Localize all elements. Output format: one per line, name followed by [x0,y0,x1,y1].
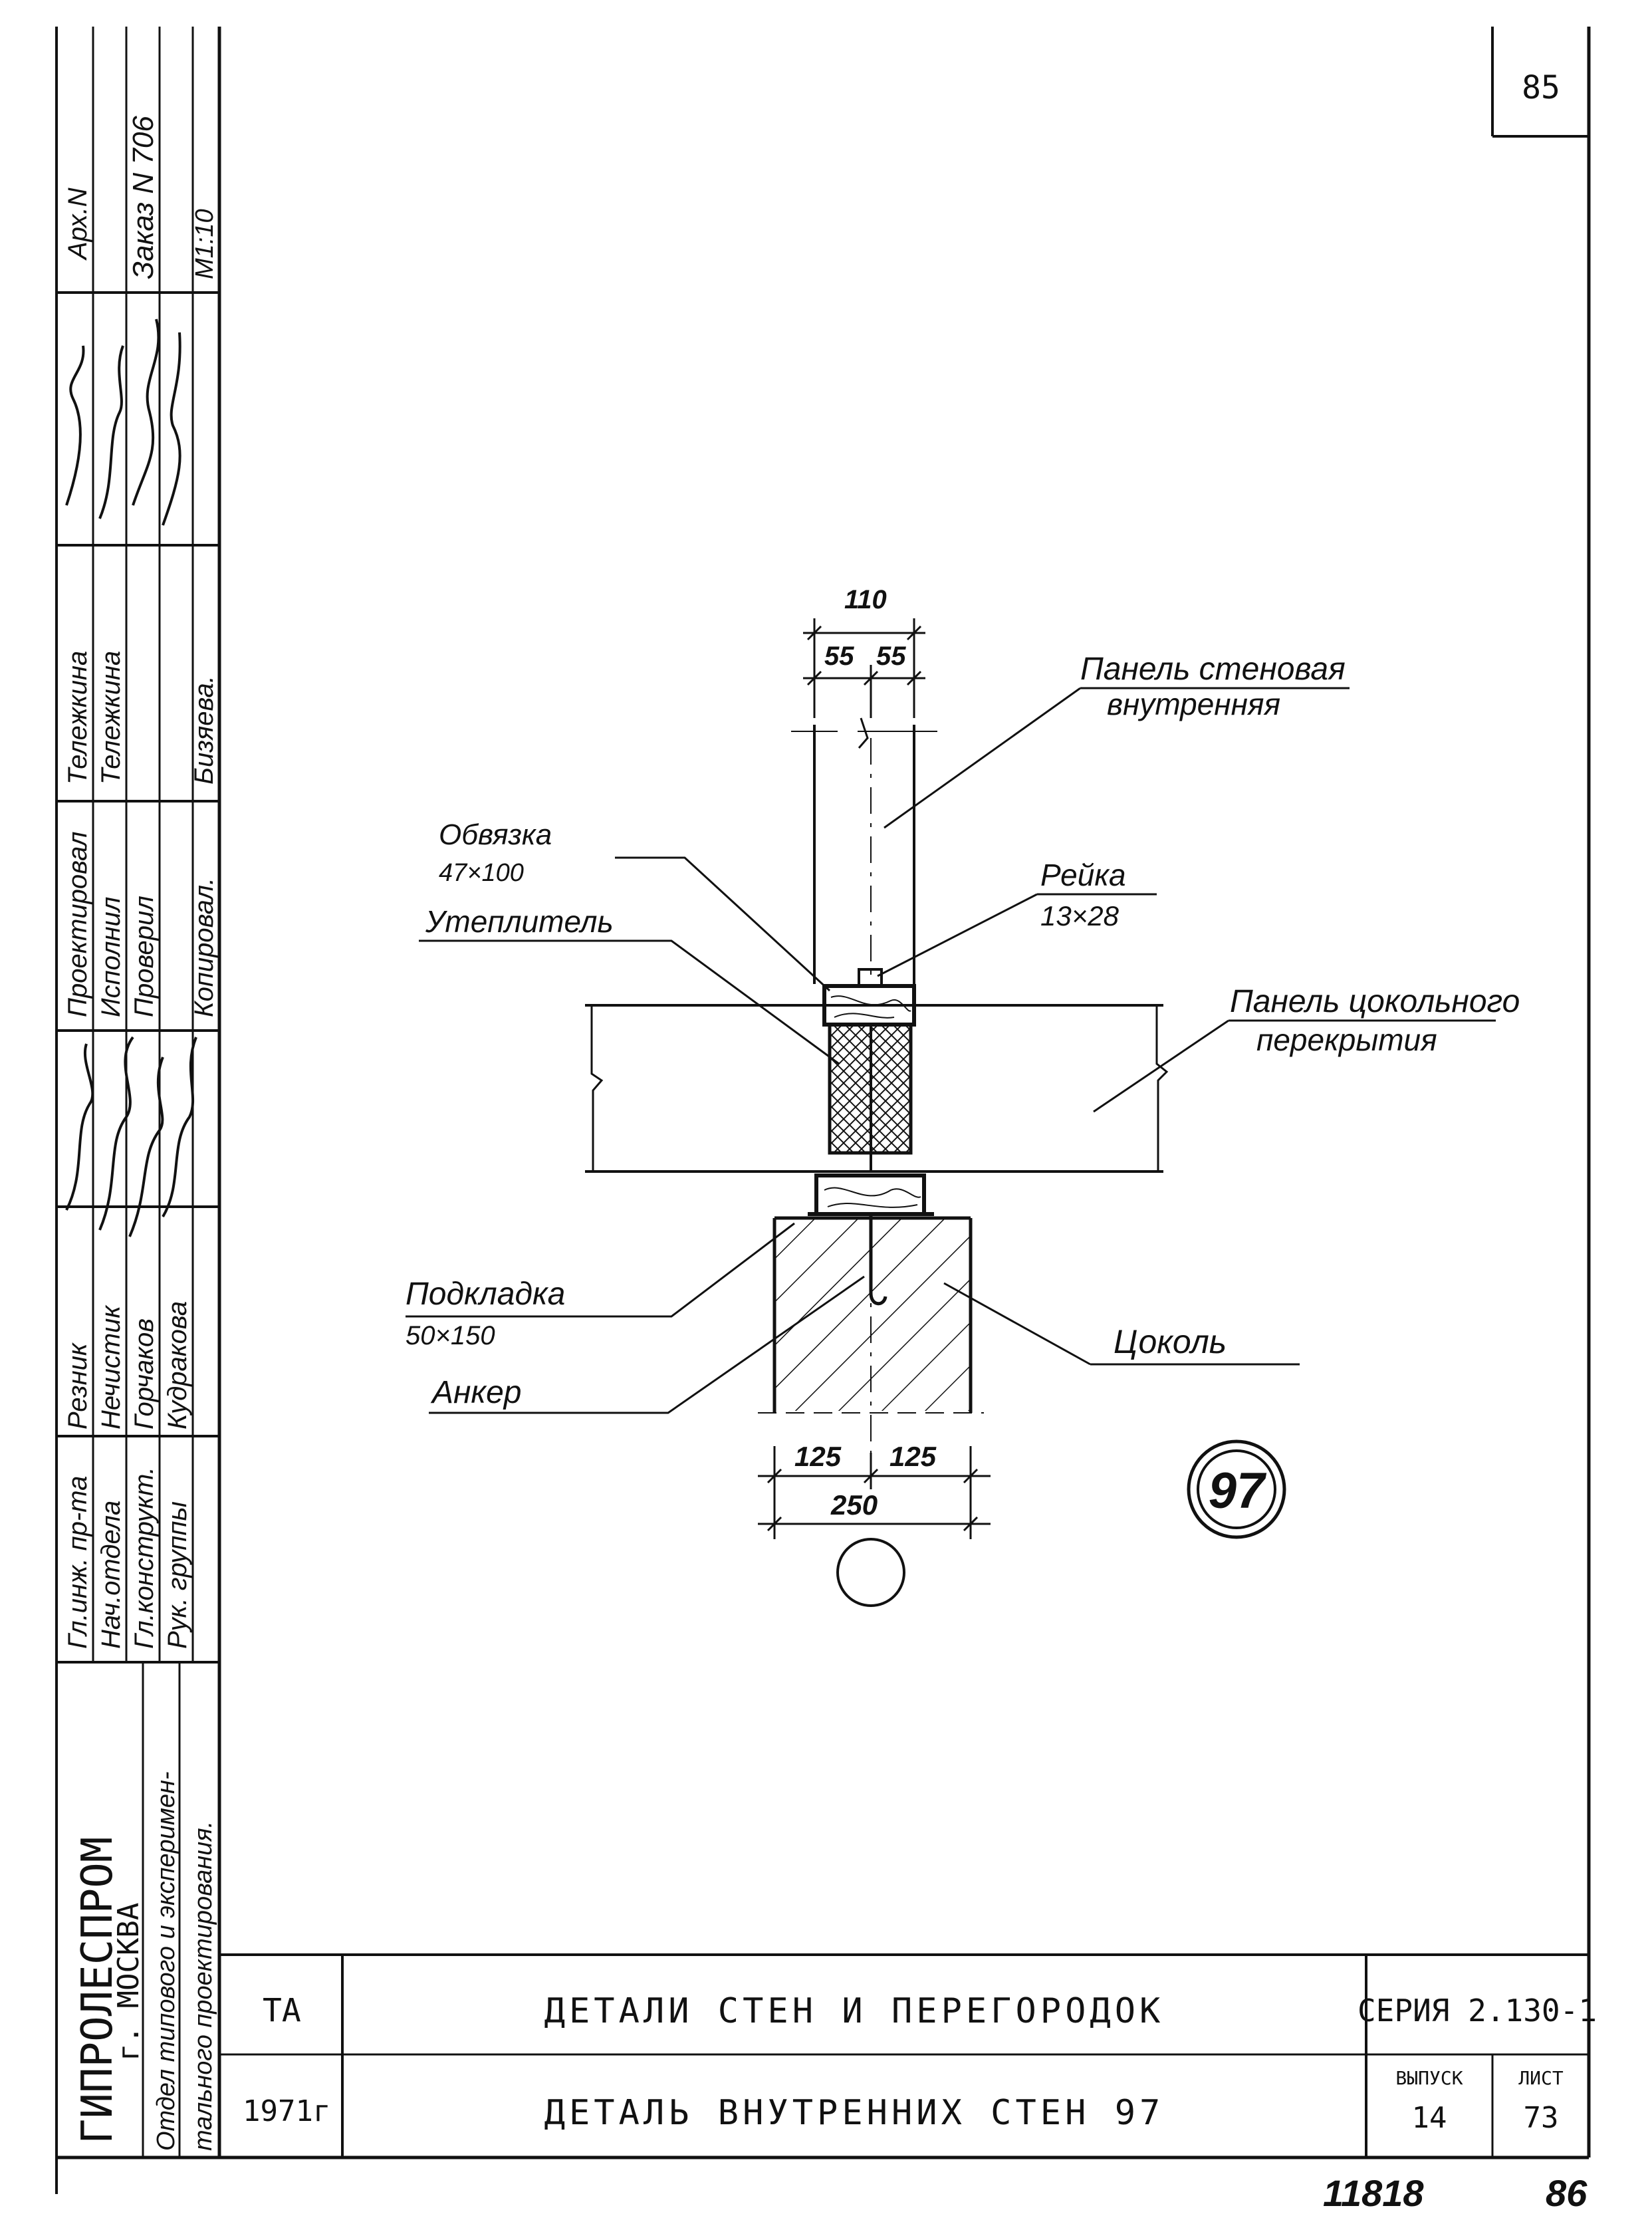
title-block-code: ТА [263,1992,301,2029]
role-designed: Проектировал [63,832,92,1017]
label-panel-tsok-2: перекрытия [1256,1023,1437,1057]
dim-110: 110 [844,585,887,614]
cokol-foundation [758,1214,984,1453]
side-stamp-lines [57,27,219,2157]
bottom-note-left: 11818 [1323,2172,1424,2214]
title-block-issue-value: 14 [1412,2101,1447,2135]
org-department-line1: Отдел типового и эксперимен- [152,1771,180,2151]
org-name: ГИПРОЛЕСПРОМ [73,1837,122,2144]
leader-lines [406,687,1496,1414]
wall-panel [791,717,937,984]
label-tsokol: Цоколь [1114,1323,1227,1360]
dimension-bottom [758,1446,991,1539]
label-reika-2: 13×28 [1040,900,1120,931]
dim-125-right: 125 [889,1441,937,1472]
signature-group-mid [65,1036,197,1237]
label-panel-wall-2: внутренняя [1107,687,1280,721]
archive-number-label: Арх.N [63,187,92,261]
org-city: г. МОСКВА [112,1903,146,2061]
label-panel-tsok-1: Панель цокольного [1230,984,1520,1019]
order-number: Заказ N 706 [127,116,160,279]
role-head-department: Нач.отдела [96,1501,126,1649]
detail-drawing [406,618,1496,1607]
title-block-sheet-value: 73 [1524,2101,1559,2135]
detail-number-badge [1187,1439,1286,1539]
dim-250: 250 [830,1489,878,1521]
title-block-sheet-label: ЛИСТ [1518,2067,1564,2089]
role-chief-designer: Гл.конструкт. [130,1467,159,1649]
name-copied: Бизяева. [189,676,219,785]
title-block-series: СЕРИЯ 2.130-1 [1357,1993,1597,2029]
title-block-title1: ДЕТАЛИ СТЕН И ПЕРЕГОРОДОК [544,1991,1165,2031]
label-obvyazka-1: Обвязка [439,818,552,851]
sheet-frame [55,27,1591,2194]
scale-label: M1:10 [191,209,219,279]
dimension-top [803,618,925,718]
dim-55-left: 55 [824,642,854,671]
floor-panel [585,1004,1169,1173]
label-panel-wall-1: Панель стеновая [1080,652,1346,687]
name-executed: Тележкина [96,651,126,785]
label-uteplitel: Утеплитель [425,904,614,939]
name-chief-designer: Горчаков [130,1318,159,1429]
title-block-year: 1971г [243,2094,330,2128]
title-block-lines [219,1953,1589,2157]
dim-125-left: 125 [794,1441,842,1472]
name-head-department: Нечистик [96,1304,126,1429]
bottom-note-right: 86 [1546,2172,1588,2214]
podkladka-block [808,1173,934,1216]
axis-marker-circle [836,1538,905,1607]
org-department-line2: тального проектирования. [189,1821,217,2151]
label-reika-1: Рейка [1040,858,1126,892]
role-chief-engineer: Гл.инж. пр-та [63,1476,92,1649]
name-designed: Тележкина [63,651,92,785]
label-obvyazka-2: 47×100 [439,859,524,887]
signature-group-top [65,318,181,526]
role-copied: Копировал. [189,878,219,1017]
label-podkladka-2: 50×150 [406,1321,495,1350]
title-block-issue-label: ВЫПУСК [1395,2067,1463,2089]
label-anker: Анкер [430,1375,521,1410]
dim-55-right: 55 [876,642,906,671]
title-block-title2: ДЕТАЛЬ ВНУТРЕННИХ СТЕН 97 [544,2093,1165,2133]
label-podkladka-1: Подкладка [406,1277,565,1312]
name-chief-engineer: Резник [63,1342,92,1429]
role-checked: Проверил [130,896,159,1017]
detail-number: 97 [1209,1463,1267,1519]
role-executed: Исполнил [96,897,126,1017]
name-group-lead: Кудракова [163,1301,192,1429]
page-number: 85 [1522,69,1560,106]
role-group-lead: Рук. группы [163,1501,192,1649]
